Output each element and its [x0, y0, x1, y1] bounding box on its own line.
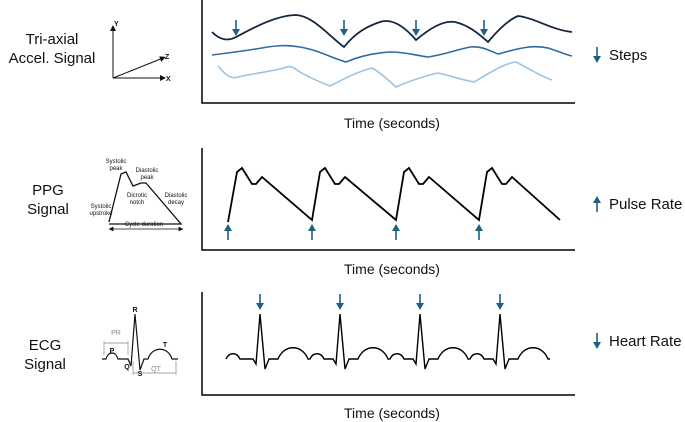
- ecg-inset-pr: PR: [111, 330, 121, 337]
- ecg-legend-label: Heart Rate: [609, 333, 682, 350]
- ecg-inset-qt: QT: [151, 366, 161, 373]
- pulse-arrow-2: [308, 224, 316, 240]
- ppg-legend: Pulse Rate: [593, 196, 682, 213]
- heart-arrow-4: [496, 294, 504, 310]
- accel-signal-mid: [211, 44, 573, 63]
- step-arrows: [232, 20, 488, 36]
- inset-z-label: Z: [165, 54, 170, 61]
- ppg-inset-cycle: Cycle duration: [125, 222, 163, 228]
- ecg-inset-p: P: [110, 348, 115, 355]
- ecg-inset-s: S: [138, 371, 143, 378]
- pulse-arrow-1: [224, 224, 232, 240]
- accel-chart-axes: [201, 0, 575, 104]
- row-accel: Tri-axial Accel. Signal Y Z X Time (seco…: [9, 0, 647, 131]
- accel-signal-light: [217, 61, 553, 88]
- accel-axis-label: Time (seconds): [344, 115, 440, 131]
- step-arrow-3: [412, 20, 420, 36]
- accel-label-line1: Tri-axial: [26, 31, 79, 48]
- heart-arrows: [256, 294, 504, 310]
- ppg-inset-upstroke-1: Systolic: [91, 204, 112, 210]
- inset-x-label: X: [166, 76, 171, 83]
- ppg-axis-label: Time (seconds): [344, 261, 440, 277]
- heart-arrow-3: [416, 294, 424, 310]
- accel-legend-label: Steps: [609, 47, 647, 64]
- pulse-arrows: [224, 224, 483, 240]
- ppg-legend-label: Pulse Rate: [609, 196, 682, 213]
- ppg-inset-decay-2: decay: [168, 200, 184, 206]
- ppg-chart-axes: [201, 148, 575, 251]
- accel-legend: Steps: [593, 47, 647, 64]
- accel-axes-inset: [110, 25, 166, 81]
- ppg-label-line2: Signal: [27, 201, 69, 218]
- ecg-inset-intervals: [103, 341, 177, 375]
- ecg-signal: [225, 313, 550, 370]
- accel-signal-dark: [211, 14, 573, 49]
- ecg-inset-waveform: [102, 313, 178, 371]
- ppg-inset-dia-peak-2: peak: [140, 175, 154, 181]
- ppg-inset-notch-1: Dicrotic: [127, 193, 147, 199]
- inset-z-axis: [112, 56, 166, 79]
- pulse-arrow-3: [392, 224, 400, 240]
- row-ecg: ECG Signal PR QT P R Q S T Time (seconds…: [24, 292, 682, 421]
- inset-y-label: Y: [114, 21, 119, 28]
- accel-label-line2: Accel. Signal: [9, 50, 96, 67]
- heart-arrow-2: [336, 294, 344, 310]
- arrow-down-icon: [593, 47, 601, 63]
- ppg-inset-notch-2: notch: [130, 200, 145, 206]
- ecg-axis-label: Time (seconds): [344, 405, 440, 421]
- ecg-label-line1: ECG: [29, 337, 62, 354]
- row-ppg: PPG Signal Cycle duration Systolic peak …: [27, 148, 682, 277]
- ppg-inset-sys-peak-1: Systolic: [106, 159, 127, 165]
- ecg-label-line2: Signal: [24, 356, 66, 373]
- ppg-inset-decay-1: Diastolic: [165, 193, 188, 199]
- ecg-inset-t: T: [163, 342, 168, 349]
- step-arrow-4: [480, 20, 488, 36]
- pulse-arrow-4: [475, 224, 483, 240]
- step-arrow-2: [340, 20, 348, 36]
- arrow-up-icon: [593, 196, 601, 212]
- heart-arrow-1: [256, 294, 264, 310]
- ppg-signal: [227, 166, 561, 223]
- ppg-label-line1: PPG: [32, 182, 64, 199]
- ppg-inset-upstroke-2: upstroke: [89, 211, 113, 217]
- ecg-legend: Heart Rate: [593, 333, 682, 350]
- ecg-inset-q: Q: [124, 364, 130, 371]
- ppg-inset-dia-peak-1: Diastolic: [136, 168, 159, 174]
- step-arrow-1: [232, 20, 240, 36]
- ppg-inset-sys-peak-2: peak: [109, 166, 123, 172]
- ppg-inset-waveform: [108, 171, 183, 225]
- ecg-inset-r: R: [132, 307, 137, 314]
- arrow-down-icon: [593, 333, 601, 349]
- ecg-chart-axes: [201, 292, 575, 396]
